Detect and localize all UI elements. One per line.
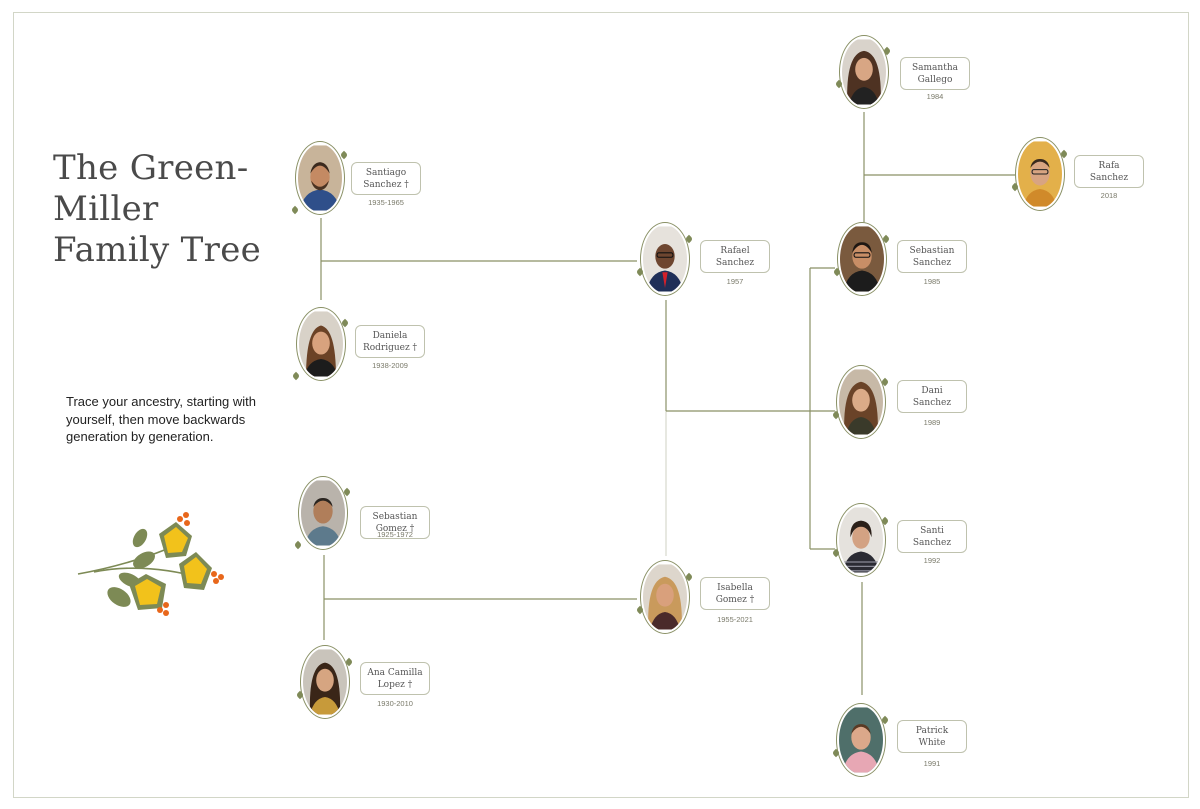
portrait-dani-sanchez	[836, 365, 886, 439]
portrait-young-man-icon	[839, 507, 883, 573]
portrait-man-short-hair-icon	[301, 480, 345, 546]
person-name: Isabella Gomez †	[700, 577, 770, 610]
page-frame	[13, 12, 1189, 798]
portrait-man-pink-shirt-icon	[839, 707, 883, 773]
portrait-woman-smiling-icon	[839, 369, 883, 435]
page-title: The Green-Miller Family Tree	[53, 148, 262, 270]
portrait-woman-long-dark-hair-icon	[303, 649, 347, 715]
portrait-ana-camilla-lopez	[300, 645, 350, 719]
person-years: 1930-2010	[377, 699, 413, 708]
person-name: Samantha Gallego	[900, 57, 970, 90]
person-years: 1984	[926, 92, 944, 101]
person-years: 1938-2009	[372, 361, 408, 370]
portrait-boy-glasses-icon	[1018, 141, 1062, 207]
person-name: Daniela Rodriguez †	[355, 325, 425, 358]
portrait-samantha-gallego	[839, 35, 889, 109]
person-name: Rafael Sanchez	[700, 240, 770, 273]
portrait-sebastian-gomez	[298, 476, 348, 550]
person-name: Sebastian Sanchez	[897, 240, 967, 273]
person-name: Rafa Sanchez	[1074, 155, 1144, 188]
person-years: 1991	[923, 759, 941, 768]
person-years: 1935-1965	[368, 198, 404, 207]
person-years: 2018	[1100, 191, 1118, 200]
portrait-woman-blonde-icon	[643, 564, 687, 630]
person-years: 1985	[923, 277, 941, 286]
portrait-man-glasses-icon	[840, 226, 884, 292]
portrait-santiago-sanchez	[295, 141, 345, 215]
portrait-woman-brown-hair-icon	[299, 311, 343, 377]
person-years: 1992	[923, 556, 941, 565]
flower-decoration-icon	[77, 512, 224, 616]
person-name: Sebastian Gomez †	[360, 506, 430, 539]
person-name: Santiago Sanchez †	[351, 162, 421, 195]
person-name: Patrick White	[897, 720, 967, 753]
person-years: 1955-2021	[717, 615, 753, 624]
portrait-patrick-white	[836, 703, 886, 777]
portrait-woman-long-brown-hair-icon	[842, 39, 886, 105]
person-name: Santi Sanchez	[897, 520, 967, 553]
page-subtitle: Trace your ancestry, starting with yours…	[66, 394, 257, 444]
person-name: Dani Sanchez	[897, 380, 967, 413]
person-years: 1925-1972	[377, 530, 413, 539]
portrait-isabella-gomez	[640, 560, 690, 634]
portrait-rafael-sanchez	[640, 222, 690, 296]
person-name: Ana Camilla Lopez †	[360, 662, 430, 695]
person-years: 1957	[726, 277, 744, 286]
portrait-sebastian-sanchez	[837, 222, 887, 296]
portrait-santi-sanchez	[836, 503, 886, 577]
portrait-man-beard-icon	[298, 145, 342, 211]
portrait-rafa-sanchez	[1015, 137, 1065, 211]
portrait-man-suit-icon	[643, 226, 687, 292]
person-years: 1989	[923, 418, 941, 427]
portrait-daniela-rodriguez	[296, 307, 346, 381]
